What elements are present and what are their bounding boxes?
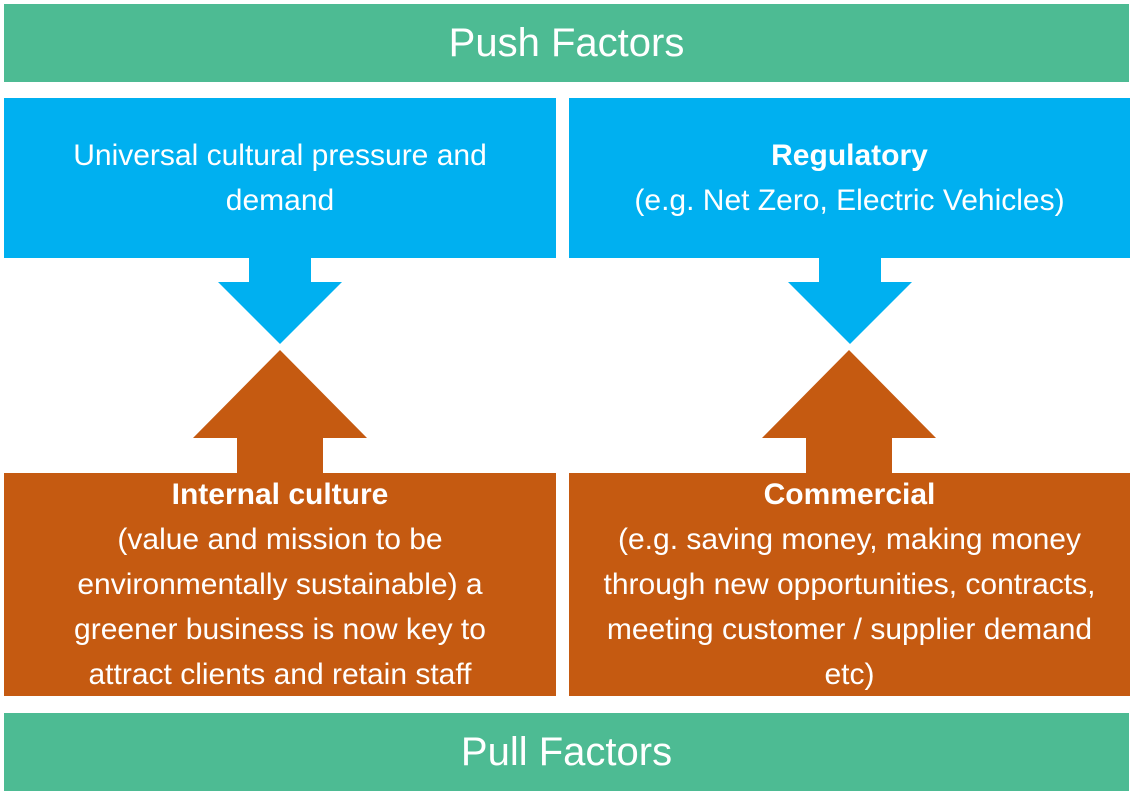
push-box-regulatory-title: Regulatory (771, 139, 928, 172)
pull-box-commercial: Commercial (e.g. saving money, making mo… (569, 473, 1130, 696)
push-box-cultural-pressure: Universal cultural pressure and demand (4, 98, 556, 258)
pull-box-commercial-title: Commercial (763, 478, 936, 511)
push-box-regulatory-text: (e.g. Net Zero, Electric Vehicles) (634, 184, 1065, 217)
push-box-regulatory: Regulatory (e.g. Net Zero, Electric Vehi… (569, 98, 1130, 258)
pull-box-commercial-text: (e.g. saving money, making money through… (603, 523, 1096, 691)
push-factors-label: Push Factors (448, 20, 685, 65)
push-box-cultural-pressure-text: Universal cultural pressure and demand (73, 139, 487, 217)
pull-factors-label: Pull Factors (460, 729, 673, 774)
pull-box-internal-culture-text: (value and mission to be environmentally… (74, 523, 486, 691)
down-arrow-right (788, 258, 912, 344)
up-arrow-right (762, 350, 936, 474)
push-factors-banner: Push Factors (4, 4, 1129, 82)
pull-box-internal-culture-title: Internal culture (171, 478, 389, 511)
pull-factors-banner: Pull Factors (4, 713, 1129, 791)
pull-box-internal-culture: Internal culture (value and mission to b… (4, 473, 556, 696)
up-arrow-left (193, 350, 367, 474)
down-arrow-left (218, 258, 342, 344)
